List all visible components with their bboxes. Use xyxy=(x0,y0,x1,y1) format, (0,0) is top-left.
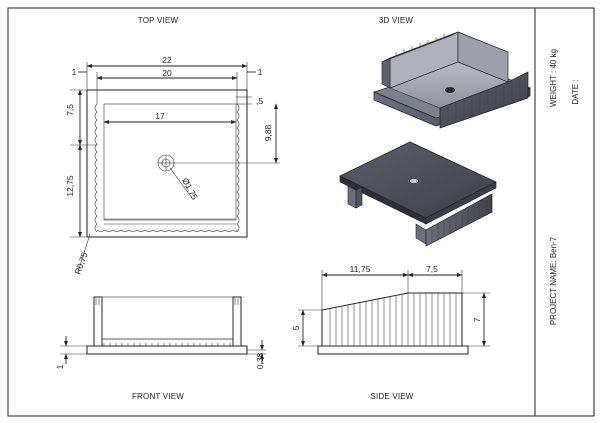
leader-hole-diameter xyxy=(169,167,193,199)
front-view-base xyxy=(86,345,248,355)
top-view-inner-pocket xyxy=(103,103,237,221)
top-view-bottom-ridges xyxy=(96,229,238,232)
dim-side-height-low: 5 xyxy=(291,325,301,330)
front-view: FRONT VIEW 1 0,38 xyxy=(55,296,266,401)
dim-inner-width: 20 xyxy=(162,68,172,78)
dim-hole-x: 17 xyxy=(155,111,165,121)
iso-plate-hole xyxy=(409,178,419,184)
iso-plate-ridged-skirt xyxy=(425,193,493,247)
iso-view: 3D VIEW xyxy=(339,16,532,247)
side-view-ridges xyxy=(329,293,457,346)
dim-hole-y: 9,88 xyxy=(263,124,273,141)
front-view-label: FRONT VIEW xyxy=(132,392,184,401)
sheet-border xyxy=(7,7,595,417)
title-project-name: PROJECT NAME: Ben-7 xyxy=(549,236,558,325)
leader-corner-radius xyxy=(77,233,91,273)
dim-base-thickness: 1 xyxy=(55,364,65,369)
top-view-left-ridges xyxy=(94,103,98,233)
side-view: SIDE VIEW 11,75 7,5 5 xyxy=(291,264,490,401)
iso-plate-leg-left xyxy=(347,185,357,209)
dim-side-length-b: 7,5 xyxy=(426,264,438,274)
iso-box-front-wall xyxy=(439,71,529,129)
iso-box-hole xyxy=(444,87,456,93)
dim-depth: 12,75 xyxy=(65,175,75,197)
title-block: WEIGHT : 40 kg DATE : PROJECT NAME: Ben-… xyxy=(549,49,580,325)
iso-plate-leg-front xyxy=(415,223,427,245)
dim-right-margin: 1 xyxy=(258,67,263,77)
dim-overall-width: 22 xyxy=(162,55,172,65)
title-weight: WEIGHT : 40 kg xyxy=(549,49,558,107)
iso-view-label: 3D VIEW xyxy=(379,16,414,25)
front-view-left-wall xyxy=(93,296,103,347)
dim-corner-radius: R0,75 xyxy=(72,251,89,276)
top-view-label: TOP VIEW xyxy=(138,16,179,25)
dim-front-offset: 7,5 xyxy=(65,104,75,116)
iso-model-box xyxy=(372,31,532,129)
side-view-base xyxy=(317,345,469,355)
dim-base-offset: 0,38 xyxy=(255,352,265,369)
iso-model-plate xyxy=(339,141,497,247)
front-view-body xyxy=(101,296,234,340)
title-date: DATE : xyxy=(571,79,580,104)
side-view-profile xyxy=(321,292,463,347)
top-view-outline xyxy=(86,89,248,238)
iso-box-left-wall xyxy=(381,57,391,89)
top-view: TOP VIEW 22 20 1 1 xyxy=(65,16,280,276)
dim-side-height-high: 7 xyxy=(472,317,482,322)
dim-left-margin: 1 xyxy=(72,67,77,77)
dim-wall-thickness: ,5 xyxy=(256,96,263,106)
front-view-right-wall xyxy=(232,296,242,347)
top-view-right-ridges xyxy=(236,103,240,233)
dim-side-length-a: 11,75 xyxy=(350,264,371,274)
side-view-label: SIDE VIEW xyxy=(370,392,413,401)
